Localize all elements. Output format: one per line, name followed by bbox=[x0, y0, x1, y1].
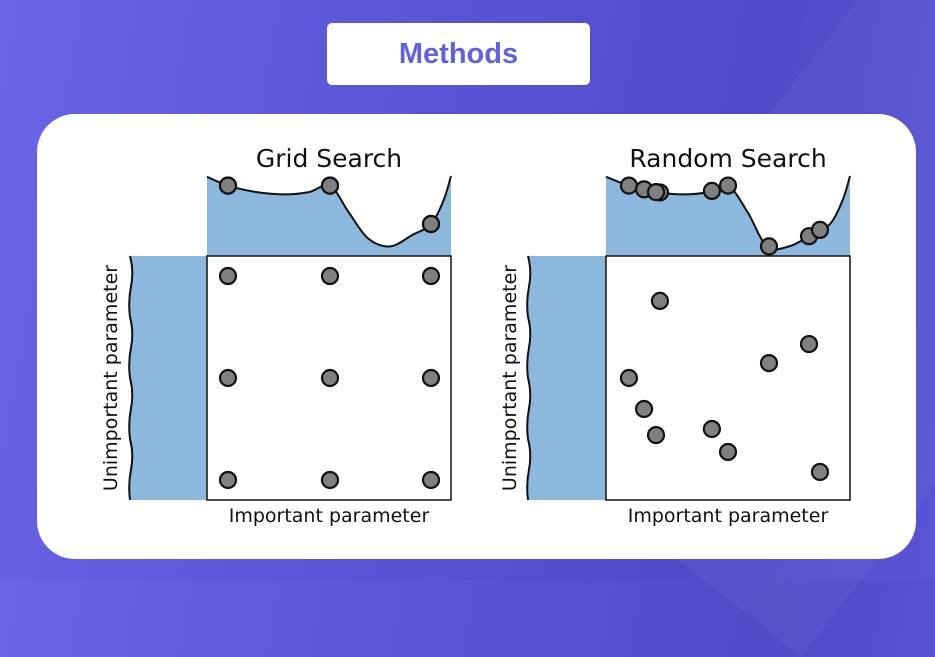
grid-marginal-point bbox=[320, 176, 340, 195]
random-sample-point bbox=[646, 425, 666, 445]
random-marginal-point bbox=[619, 176, 639, 195]
grid-sample-point bbox=[218, 470, 238, 490]
grid-search-xlabel: Important parameter bbox=[229, 505, 430, 527]
random-marginal-point bbox=[718, 176, 738, 195]
grid-sample-point bbox=[320, 266, 340, 286]
methods-title: Methods bbox=[398, 37, 519, 70]
random-sample-point bbox=[634, 399, 654, 419]
random-sample-point bbox=[619, 368, 639, 388]
random-search-panel: Random Search Important parameter Unimpo… bbox=[499, 144, 851, 527]
grid-side-area bbox=[129, 256, 207, 500]
grid-search-ylabel: Unimportant parameter bbox=[100, 265, 122, 491]
random-sample-point bbox=[702, 419, 721, 439]
grid-sample-point bbox=[218, 368, 238, 388]
grid-sample-point bbox=[320, 470, 340, 490]
random-sample-point bbox=[810, 462, 830, 482]
random-sample-point bbox=[799, 334, 819, 354]
grid-sample-point bbox=[421, 368, 441, 388]
random-search-ylabel: Unimportant parameter bbox=[499, 265, 521, 491]
grid-search-panel: Grid Search Important parameter Unimport… bbox=[100, 144, 452, 527]
random-sample-point bbox=[650, 291, 670, 310]
methods-title-badge: Methods bbox=[327, 23, 590, 85]
random-marginal-point bbox=[759, 237, 779, 256]
grid-marginal-point bbox=[421, 214, 441, 234]
random-marginal-point bbox=[810, 220, 830, 239]
random-sample-point bbox=[759, 354, 779, 373]
search-comparison-figure: Grid Search Important parameter Unimport… bbox=[100, 144, 851, 527]
random-marginal-point bbox=[702, 181, 721, 200]
grid-side-curve bbox=[128, 255, 134, 501]
grid-search-title: Grid Search bbox=[256, 144, 402, 173]
grid-sample-point bbox=[421, 266, 441, 286]
grid-sample-point bbox=[218, 266, 238, 286]
grid-marginal-point bbox=[218, 176, 238, 195]
grid-sample-point bbox=[320, 368, 340, 388]
random-plot-box bbox=[605, 255, 851, 501]
random-search-title: Random Search bbox=[629, 144, 826, 173]
random-search-xlabel: Important parameter bbox=[628, 505, 829, 527]
random-side-area bbox=[527, 256, 606, 500]
grid-marginal-area bbox=[207, 176, 451, 256]
grid-sample-point bbox=[421, 470, 441, 490]
random-sample-point bbox=[718, 442, 738, 462]
random-side-curve bbox=[526, 255, 532, 501]
random-marginal-point bbox=[646, 183, 666, 202]
